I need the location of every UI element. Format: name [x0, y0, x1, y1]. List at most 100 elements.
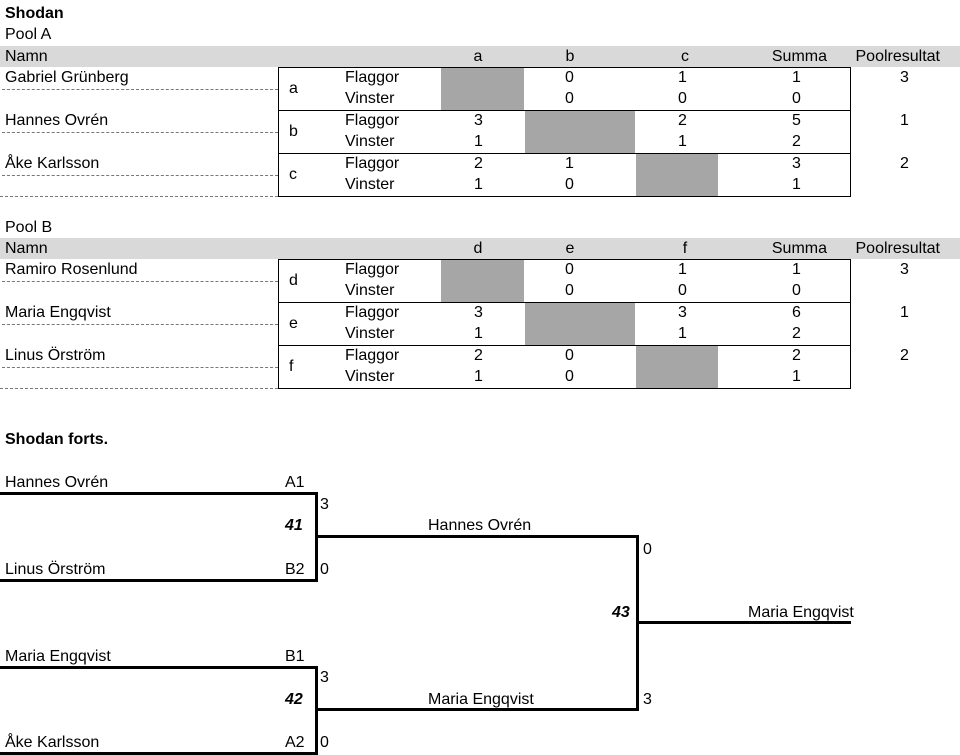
pool-a-header-col3: c: [681, 48, 689, 65]
vinster-sum: 1: [792, 176, 801, 193]
score-cell: 0: [565, 347, 574, 364]
semi1-bottom-score: 0: [320, 561, 329, 578]
flaggor-label: Flaggor: [345, 347, 400, 364]
semi2-bottom-seed: A2: [285, 734, 305, 751]
score-cell: 1: [474, 133, 483, 150]
semi2-bottom-score: 0: [320, 734, 329, 751]
pool-b-header-name: Namn: [5, 240, 48, 257]
pool-result: 1: [900, 304, 909, 321]
bracket-line: [0, 666, 318, 669]
pool-b-self-cell-e: [525, 303, 635, 345]
pool-b-header-col2: e: [565, 240, 575, 257]
pool-b-header-col1: d: [473, 240, 483, 257]
pool-result: 1: [900, 112, 909, 129]
flaggor-sum: 1: [792, 261, 801, 278]
pool-a-self-cell-c: [636, 154, 718, 196]
semi2-match-number: 42: [285, 691, 303, 708]
bracket-line: [315, 535, 639, 538]
flaggor-label: Flaggor: [345, 261, 400, 278]
pool-a-header-name: Namn: [5, 48, 48, 65]
pool-a-header-sum: Summa: [771, 48, 827, 65]
score-cell: 1: [678, 261, 687, 278]
bracket-line: [0, 492, 318, 495]
semi2-top-seed: B1: [285, 648, 305, 665]
score-cell: 1: [678, 133, 687, 150]
continued-title: Shodan forts.: [5, 431, 109, 448]
pool-result: 3: [900, 261, 909, 278]
vinster-label: Vinster: [345, 133, 395, 150]
score-cell: 1: [474, 176, 483, 193]
final-winner-name: Maria Engqvist: [748, 604, 854, 621]
score-cell: 0: [565, 69, 574, 86]
flaggor-label: Flaggor: [345, 112, 400, 129]
pool-a-self-cell-a: [441, 67, 524, 110]
score-cell: 0: [565, 90, 574, 107]
pool-b-header-result: Poolresultat: [855, 240, 941, 257]
pool-b-header-col3: f: [682, 240, 688, 257]
vinster-label: Vinster: [345, 282, 395, 299]
flaggor-sum: 2: [792, 347, 801, 364]
vinster-label: Vinster: [345, 368, 395, 385]
pool-result: 3: [900, 69, 909, 86]
score-cell: 1: [678, 69, 687, 86]
flaggor-sum: 6: [792, 304, 801, 321]
final-top-name: Hannes Ovrén: [428, 517, 532, 534]
score-cell: 3: [678, 304, 687, 321]
flaggor-sum: 1: [792, 69, 801, 86]
pool-a-header-bar: [0, 46, 960, 67]
score-cell: 0: [565, 261, 574, 278]
vinster-sum: 2: [792, 133, 801, 150]
score-cell: 0: [678, 90, 687, 107]
bracket-line: [636, 621, 851, 624]
final-bottom-score: 3: [643, 691, 652, 708]
score-cell: 1: [678, 325, 687, 342]
vinster-sum: 0: [792, 90, 801, 107]
pool-b-self-cell-f: [636, 346, 718, 388]
semi1-top-name: Hannes Ovrén: [5, 474, 109, 491]
pool-b-player-name: Linus Örström: [5, 347, 106, 364]
pool-b-title: Pool B: [5, 219, 53, 236]
vinster-sum: 0: [792, 282, 801, 299]
score-cell: 0: [565, 368, 574, 385]
final-bottom-name: Maria Engqvist: [428, 691, 534, 708]
bracket-line: [315, 708, 639, 711]
score-cell: 1: [474, 368, 483, 385]
semi2-top-name: Maria Engqvist: [5, 648, 111, 665]
vinster-label: Vinster: [345, 176, 395, 193]
pool-a-player-letter: b: [289, 123, 298, 140]
score-cell: 2: [474, 347, 483, 364]
flaggor-label: Flaggor: [345, 155, 400, 172]
pool-b-player-name: Ramiro Rosenlund: [5, 261, 138, 278]
pool-a-header-col1: a: [473, 48, 483, 65]
vinster-label: Vinster: [345, 90, 395, 107]
pool-b-self-cell-d: [441, 259, 524, 302]
pool-a-player-name: Gabriel Grünberg: [5, 69, 129, 86]
page-title: Shodan: [5, 5, 64, 22]
final-match-number: 43: [612, 604, 630, 621]
semi1-bottom-name: Linus Örström: [5, 561, 106, 578]
semi1-match-number: 41: [285, 517, 303, 534]
pool-a-player-letter: a: [289, 80, 298, 97]
score-cell: 0: [565, 282, 574, 299]
score-cell: 0: [565, 176, 574, 193]
score-cell: 1: [474, 325, 483, 342]
pool-b-player-letter: f: [289, 358, 294, 375]
vinster-label: Vinster: [345, 325, 395, 342]
score-cell: 0: [678, 282, 687, 299]
pool-a-player-name: Åke Karlsson: [5, 155, 100, 172]
semi2-bottom-name: Åke Karlsson: [5, 734, 100, 751]
score-cell: 3: [474, 112, 483, 129]
flaggor-label: Flaggor: [345, 304, 400, 321]
pool-result: 2: [900, 155, 909, 172]
final-top-score: 0: [643, 541, 652, 558]
bracket-line: [0, 579, 318, 582]
score-cell: 2: [678, 112, 687, 129]
flaggor-sum: 3: [792, 155, 801, 172]
pool-b-player-name: Maria Engqvist: [5, 304, 111, 321]
pool-b-header-sum: Summa: [771, 240, 827, 257]
pool-a-header-result: Poolresultat: [855, 48, 941, 65]
flaggor-sum: 5: [792, 112, 801, 129]
pool-b-player-letter: d: [289, 272, 298, 289]
pool-a-self-cell-b: [525, 111, 635, 153]
semi1-bottom-seed: B2: [285, 561, 305, 578]
